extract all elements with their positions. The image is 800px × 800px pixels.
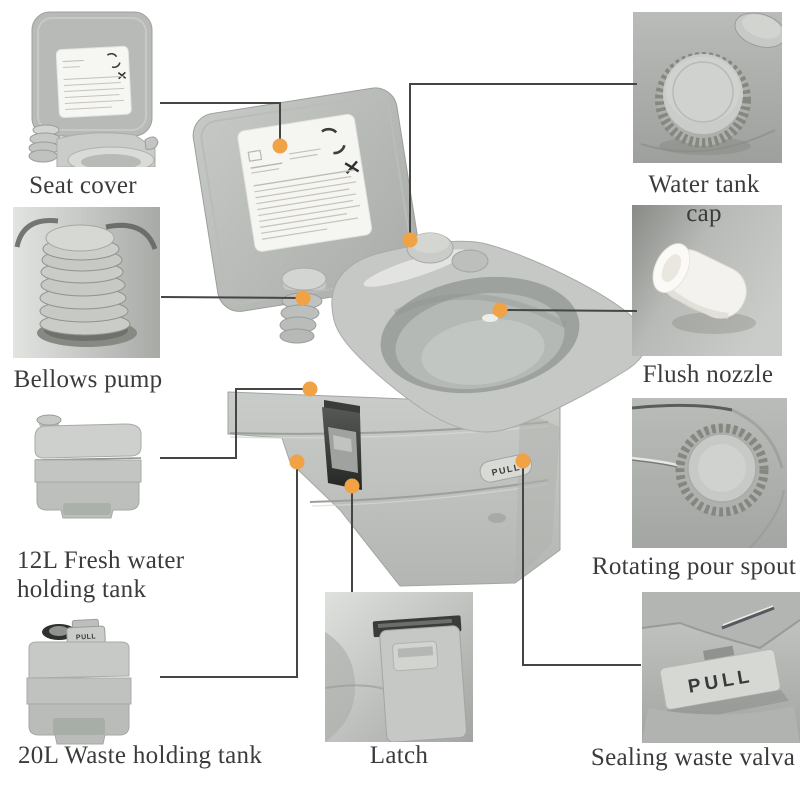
flush-nozzle-photo — [632, 205, 782, 356]
waste-tank-label: 20L Waste holding tank — [18, 742, 263, 769]
water-tank-cap-label: Water tank cap — [648, 171, 760, 227]
main-product-illustration: PULL — [192, 87, 647, 587]
flush-nozzle-label: Flush nozzle — [642, 361, 774, 388]
waste-tank-photo: PULL — [23, 618, 135, 745]
seat-cover-label: Seat cover — [29, 172, 137, 199]
bellows-pump-photo — [13, 207, 160, 358]
waste-tank-pull-text: PULL — [76, 633, 97, 641]
latch-on-body — [322, 400, 362, 490]
instruction-sticker — [237, 113, 373, 252]
fresh-water-tank-label: 12L Fresh water holding tank — [17, 547, 185, 603]
rotating-pour-spout-photo — [632, 398, 787, 548]
main-product-photo: PULL — [180, 75, 670, 605]
latch-photo — [325, 592, 473, 742]
latch-label: Latch — [369, 742, 429, 769]
fresh-water-tank-photo — [27, 413, 149, 519]
sealing-waste-valva-label: Sealing waste valva — [590, 744, 796, 771]
bellows-pump-label: Bellows pump — [13, 366, 163, 393]
thumb-sticker — [55, 45, 132, 119]
sealing-valve-pull-handle: PULL — [659, 645, 789, 723]
seat-cover-photo — [27, 8, 160, 167]
water-tank-cap-photo — [633, 12, 782, 163]
bellows-pump-on-unit — [279, 267, 327, 344]
seat-and-bowl — [331, 240, 647, 433]
rotating-pour-spout-label: Rotating pour spout — [591, 553, 797, 580]
sealing-waste-valva-photo: PULL — [642, 592, 800, 743]
waste-tank-pull-valve: PULL — [66, 618, 106, 646]
